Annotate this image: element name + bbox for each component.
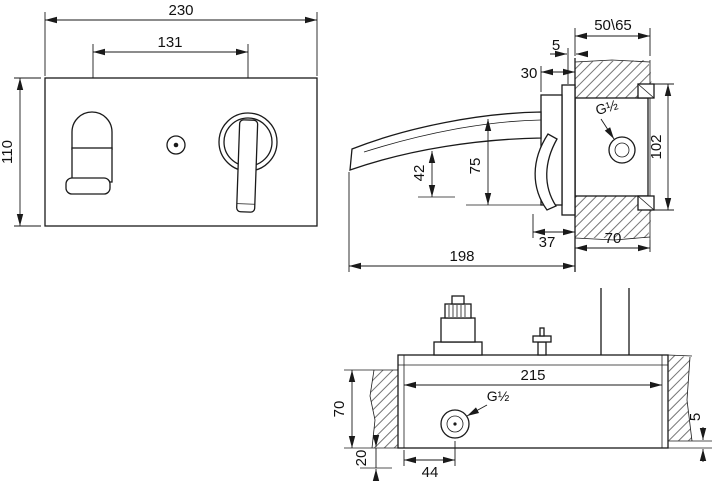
plan-view: 215 70 20 44 5 G½ <box>331 288 712 481</box>
thread-callout-side: G½ <box>594 96 620 140</box>
dim-label-20: 20 <box>353 450 370 467</box>
dim-label-75: 75 <box>467 158 484 175</box>
inlet-thread-outer <box>608 136 636 164</box>
spout-channel-line <box>363 119 542 153</box>
dim-label-110: 110 <box>0 140 16 164</box>
screw-tip <box>539 327 545 337</box>
screw-stem <box>537 341 547 356</box>
spout-blade-group <box>236 119 259 213</box>
dim-label-5-plan: 5 <box>687 413 704 421</box>
lever-profile <box>534 133 558 211</box>
dim-overall-height: 110 <box>0 77 41 227</box>
wall-hatch-right <box>668 355 692 441</box>
dim-label-44: 44 <box>422 464 439 481</box>
body-outline <box>397 354 669 449</box>
dim-label-131: 131 <box>157 34 182 51</box>
center-hole <box>166 135 186 155</box>
cartridge-base <box>433 341 483 356</box>
inlet-thread-inner <box>614 142 630 158</box>
dim-label-30: 30 <box>521 65 538 82</box>
thread-label: G½ <box>487 388 510 404</box>
outlet-center-dot <box>453 422 457 426</box>
dim-label-37: 37 <box>539 234 556 251</box>
dim-depth-offset: 20 <box>353 435 392 481</box>
handle-end-cap <box>65 177 111 195</box>
side-view: 50\65 5 30 42 75 3 <box>348 17 674 272</box>
wall-break-edge <box>369 369 376 449</box>
dim-handle-depth: 37 <box>532 214 575 251</box>
dim-wall-thickness-plan: 70 <box>331 370 356 448</box>
dim-wall-depth-range: 50\65 <box>574 17 651 56</box>
top-edge-extension <box>667 354 693 357</box>
wall-hatch-bottom <box>575 196 652 238</box>
spout-blade-cap-line <box>236 203 255 205</box>
wall-break-edge <box>686 356 693 442</box>
dim-overall-width: 230 <box>44 2 318 76</box>
dim-label-198: 198 <box>449 248 474 265</box>
dim-label-70: 70 <box>605 230 622 247</box>
leader-line <box>466 404 488 417</box>
outlet-thread-outer <box>440 409 470 439</box>
cartridge <box>433 295 483 356</box>
spout-blade <box>236 119 259 213</box>
wall-break-edge <box>574 236 651 241</box>
wall-hatch-left <box>370 370 398 448</box>
dim-label-215: 215 <box>520 367 545 384</box>
outlet-thread-inner <box>446 415 464 433</box>
dim-label-230: 230 <box>168 2 193 19</box>
dim-trim-gap: 5 <box>550 37 588 84</box>
dim-spout-reach: 198 <box>348 172 575 272</box>
dim-spout-drop: 42 <box>411 151 455 198</box>
leader-line <box>600 118 615 140</box>
knurl-ticks <box>448 305 466 317</box>
dim-wall-thickness: 70 <box>575 230 651 252</box>
wall-break-edge <box>574 59 651 63</box>
front-view: 230 131 110 <box>0 2 318 227</box>
cartridge-body <box>440 317 476 343</box>
dim-label-70-plan: 70 <box>331 401 348 418</box>
dim-trim-depth: 30 <box>521 65 575 92</box>
dim-edge-clearance: 5 <box>687 413 707 462</box>
wall-hatch-top <box>575 60 652 98</box>
thread-callout-plan: G½ <box>466 388 510 417</box>
tab-diagonal <box>637 83 655 99</box>
dim-hole-spacing: 131 <box>92 34 249 78</box>
thread-label: G½ <box>594 96 620 118</box>
handle-knob <box>71 111 113 150</box>
dim-body-width: 215 <box>404 367 662 389</box>
center-hole-dot <box>173 142 179 148</box>
tab-diagonal <box>637 195 655 211</box>
dim-label-42: 42 <box>411 165 428 182</box>
dim-outlet-height: 75 <box>466 119 541 206</box>
spout-profile <box>349 111 542 171</box>
dim-label-50-65: 50\65 <box>594 17 632 34</box>
cartridge-stem <box>451 295 465 305</box>
bleed-screw <box>532 327 552 356</box>
screw-head <box>532 335 552 343</box>
dim-rough-in-height: 102 <box>648 83 674 211</box>
handle-blade <box>71 147 113 183</box>
dim-label-102: 102 <box>648 134 665 159</box>
dim-inlet-offset: 44 <box>403 441 456 481</box>
trim-plate-profile <box>561 84 576 216</box>
dim-label-5: 5 <box>552 37 560 54</box>
